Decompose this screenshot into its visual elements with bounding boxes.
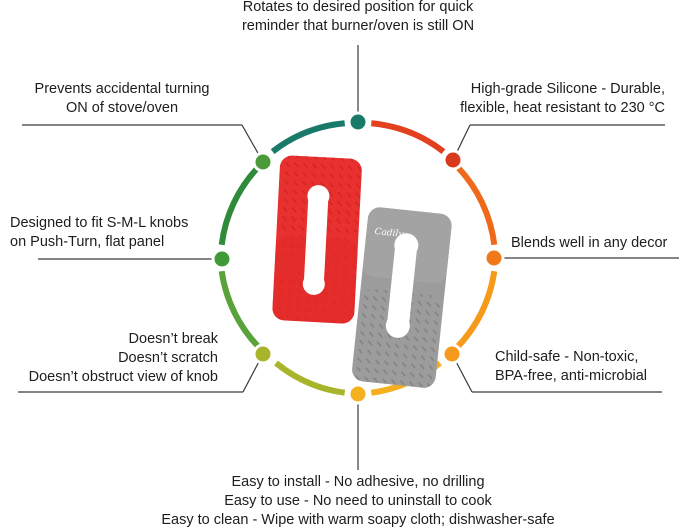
feature-bottom: Easy to install - No adhesive, no drilli… (161, 474, 555, 528)
dot-top-left (252, 151, 274, 173)
ring-segment-teal (270, 120, 345, 154)
ring-segment-darkgreen (218, 165, 261, 246)
ring-segment-green (218, 270, 263, 351)
dot-bottom-left (252, 343, 274, 365)
feature-bottom-right: Child-safe - Non-toxic, BPA-free, anti-m… (495, 349, 648, 384)
dot-right (483, 247, 505, 269)
feature-left: Designed to fit S-M-L knobs on Push-Turn… (10, 215, 189, 250)
feature-top: Rotates to desired position for quick re… (241, 0, 475, 34)
leader-lines (18, 45, 679, 470)
ring-segment-red (371, 120, 446, 154)
feature-top-right: High-grade Silicone - Durable, flexible,… (460, 81, 665, 116)
ring-dots (211, 111, 505, 405)
brand-logo: Cadily (374, 227, 405, 240)
feature-top-left: Prevents accidental turning ON of stove/… (34, 81, 210, 116)
dot-top-right (442, 149, 464, 171)
dot-left (211, 248, 233, 270)
red-cover-slot (303, 186, 329, 294)
ring-segment-amber (453, 270, 498, 351)
dot-top (347, 111, 369, 133)
grey-cover-slot (387, 234, 418, 336)
feature-right: Blends well in any decor (511, 235, 668, 251)
red-knob-cover (272, 155, 362, 324)
grey-knob-cover: Cadily (352, 207, 452, 388)
feature-bottom-left: Doesn’t break Doesn’t scratch Doesn’t ob… (28, 331, 218, 385)
dot-bottom-right (441, 343, 463, 365)
ring-segment-orange (455, 165, 498, 246)
ring-segment-lime (274, 360, 346, 396)
dot-bottom (347, 383, 369, 405)
